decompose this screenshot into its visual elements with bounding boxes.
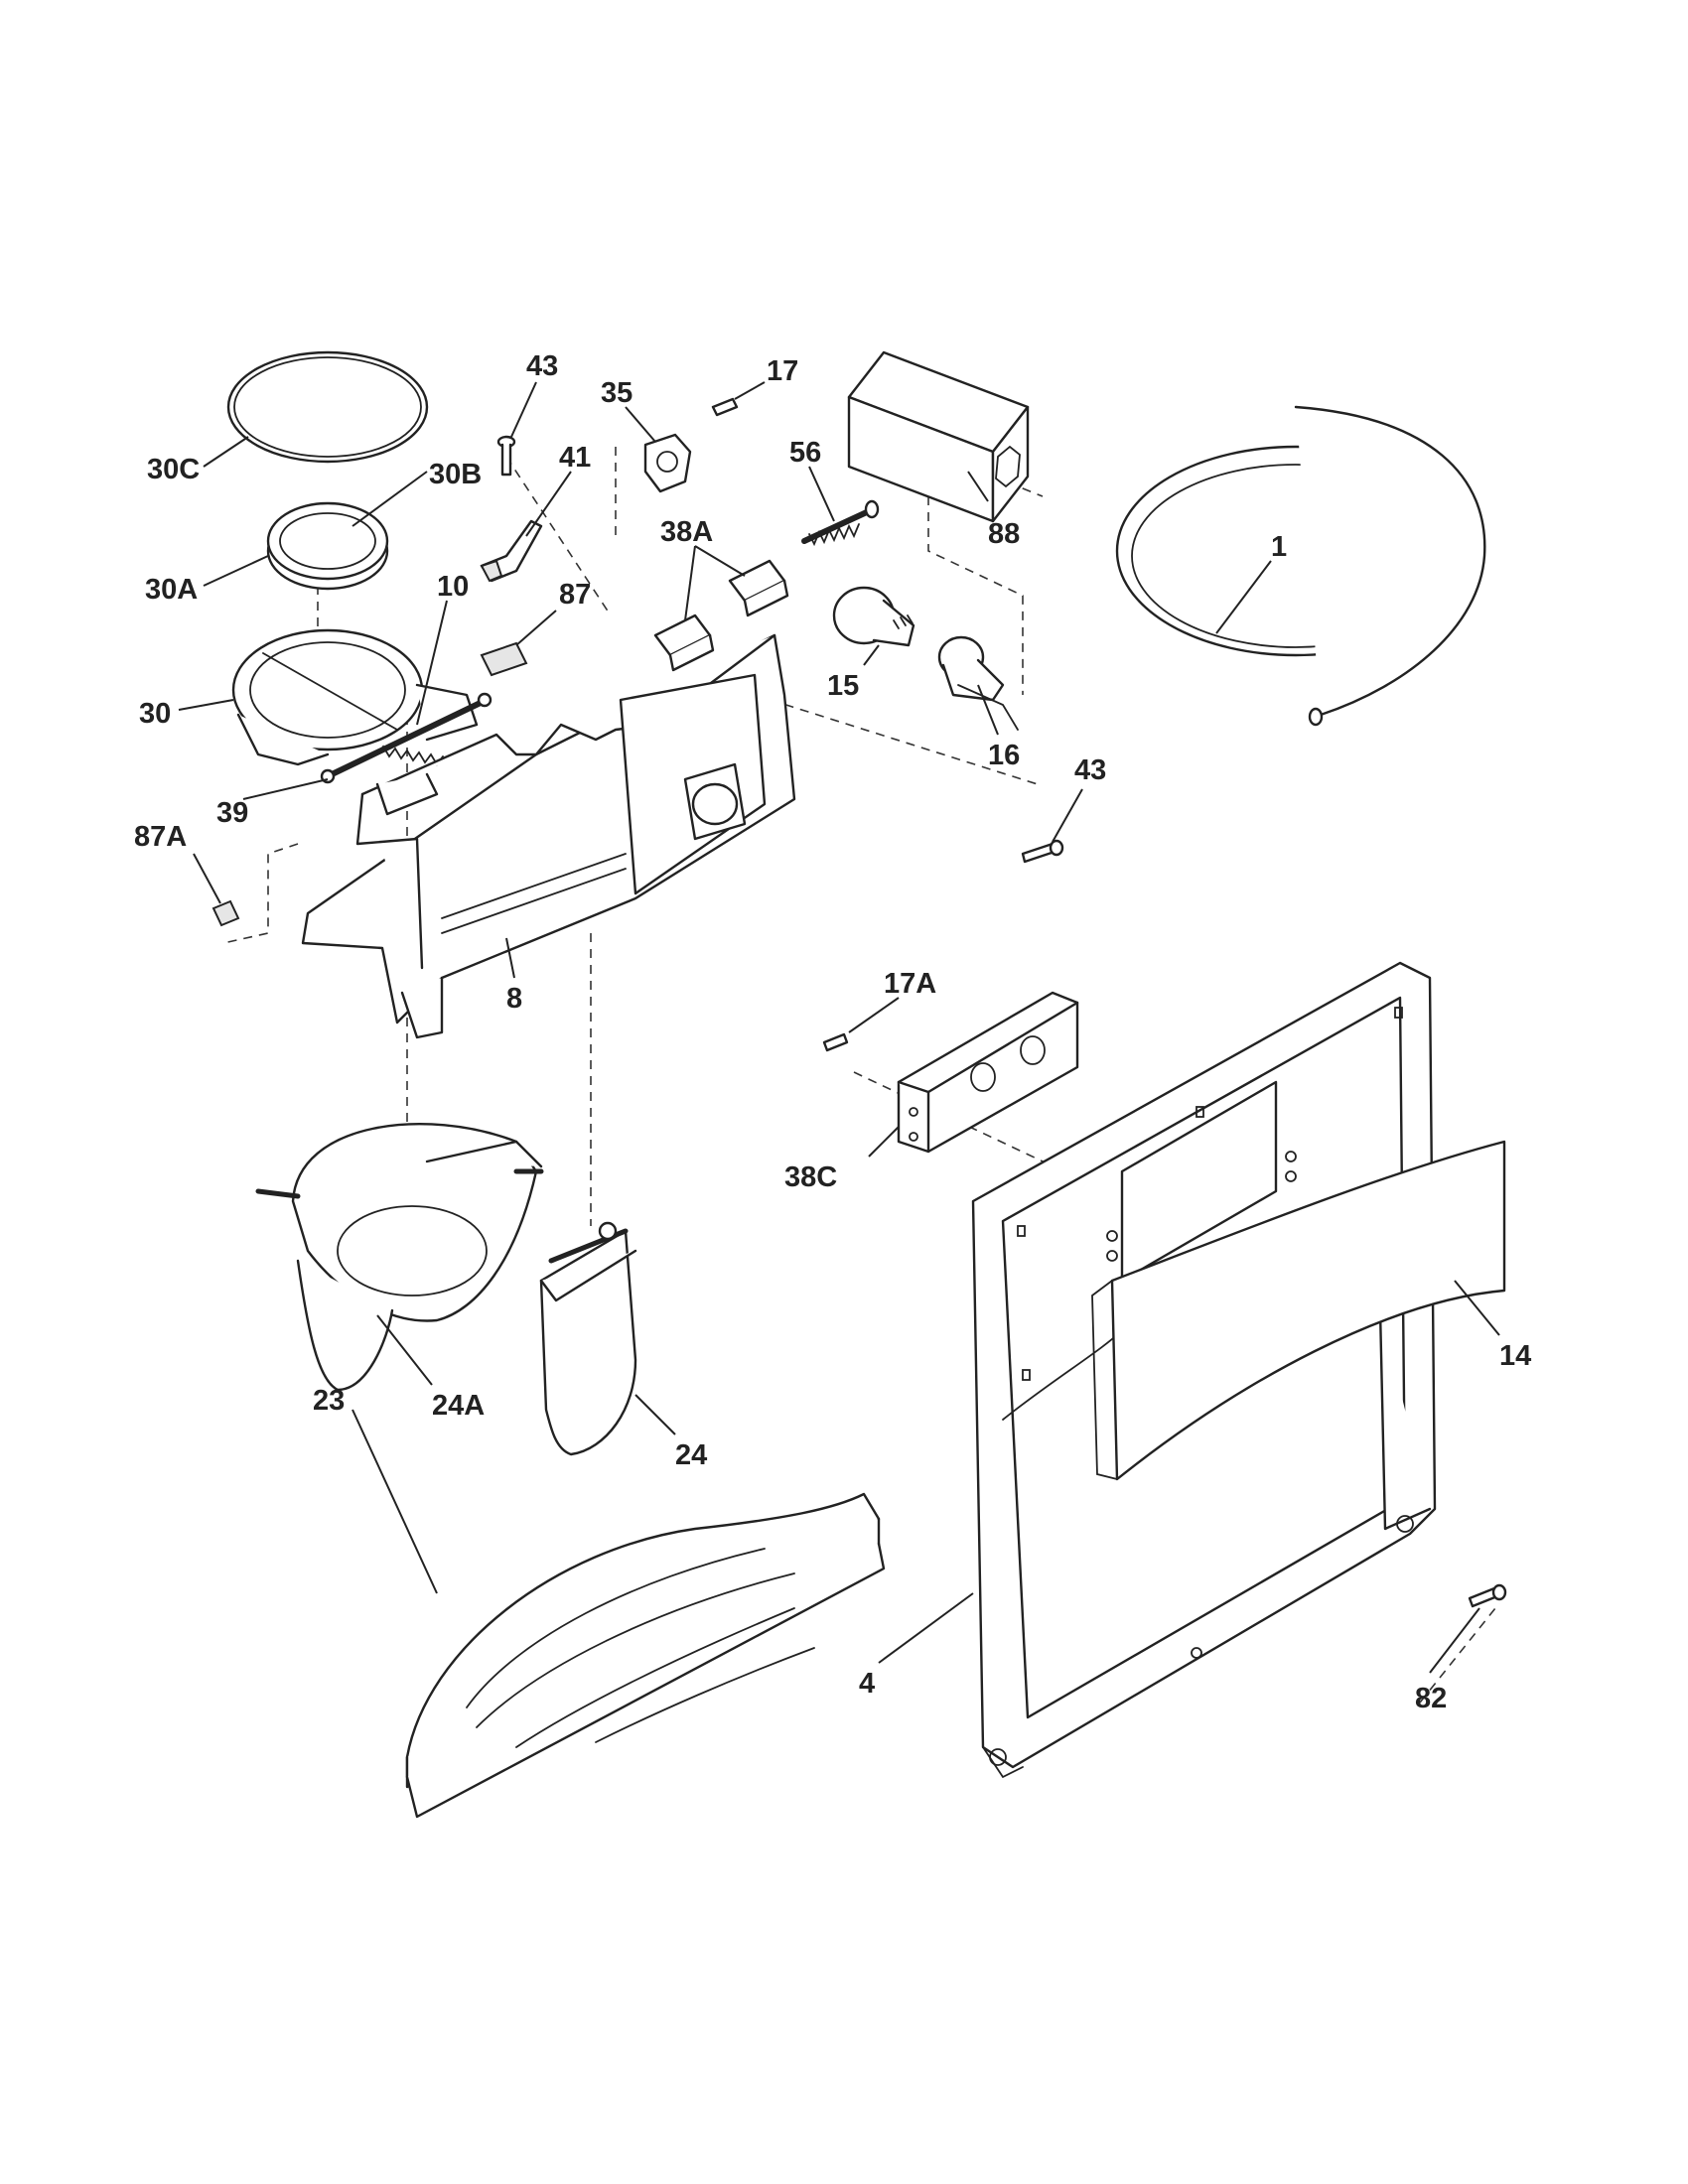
part-17A-screw (822, 1032, 849, 1052)
part-1-water-tubing (1115, 405, 1486, 727)
part-15-bulb (832, 586, 915, 647)
callout-43-top: 43 (526, 350, 558, 382)
callout-30B: 30B (429, 459, 482, 490)
callout-39: 39 (216, 797, 248, 829)
callout-87A: 87A (134, 821, 187, 853)
callout-8: 8 (506, 983, 522, 1015)
callout-38A: 38A (660, 516, 713, 548)
callout-17A: 17A (884, 968, 936, 1000)
part-41-bracket (480, 519, 543, 583)
part-82-screw (1468, 1583, 1507, 1608)
callout-10: 10 (437, 571, 469, 603)
callout-88: 88 (988, 518, 1020, 550)
callout-87: 87 (559, 579, 591, 611)
callout-4: 4 (859, 1668, 875, 1700)
callout-56: 56 (789, 437, 821, 469)
part-24A-ice-chute (255, 1123, 544, 1392)
part-8-dispenser-housing (301, 633, 796, 1039)
leader-lines (178, 381, 1500, 1674)
part-38A-switch-left (653, 614, 715, 672)
part-38C-switch-bracket (897, 991, 1079, 1154)
callout-labels: 30C 30B 30A 30 10 39 87A 43 41 87 35 17 … (134, 350, 1531, 1714)
callout-30A: 30A (145, 574, 198, 606)
part-30-flap-frame (231, 628, 479, 766)
part-43-screw-right (1021, 839, 1064, 864)
part-23-drip-tray (405, 1492, 886, 1819)
callout-14: 14 (1499, 1340, 1531, 1372)
part-56-long-screw (801, 499, 880, 547)
callout-82: 82 (1415, 1683, 1447, 1714)
callout-43-right: 43 (1074, 754, 1106, 786)
callout-38C: 38C (784, 1161, 837, 1193)
callout-35: 35 (601, 377, 633, 409)
part-17-screw (711, 397, 739, 417)
part-38A-switch-right (728, 559, 789, 617)
part-43-screw-top (496, 435, 516, 477)
part-88-control-box (847, 350, 1030, 523)
callout-30C: 30C (147, 454, 200, 485)
callout-15: 15 (827, 670, 859, 702)
callout-30: 30 (139, 698, 171, 730)
part-24-door-flap (539, 1221, 637, 1456)
callout-17: 17 (767, 355, 798, 387)
part-16-socket (937, 635, 1019, 731)
callout-16: 16 (988, 740, 1020, 771)
part-87-clip (480, 641, 528, 677)
callout-24: 24 (675, 1439, 707, 1471)
callout-41: 41 (559, 442, 591, 474)
callout-23: 23 (313, 1385, 345, 1417)
callout-1: 1 (1271, 531, 1287, 563)
part-87A-clip (211, 899, 240, 927)
part-14-front-panel (1091, 1140, 1506, 1481)
part-30A-disc (266, 501, 389, 591)
part-39-rod-with-10-spring (320, 692, 492, 784)
part-30C-ring (226, 350, 429, 464)
part-35-switch (643, 433, 692, 493)
callout-24A: 24A (432, 1390, 485, 1422)
